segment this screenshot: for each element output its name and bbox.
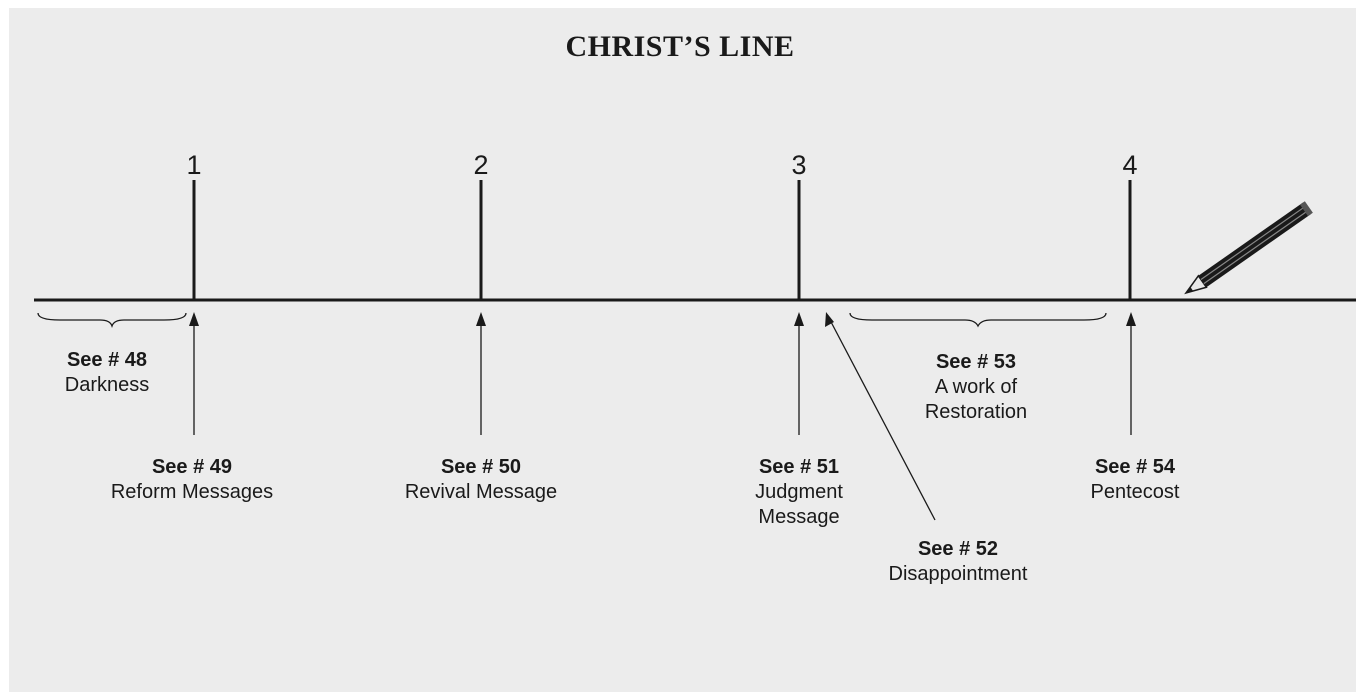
label-ref: See # 52 (917, 538, 999, 560)
arrow-disappointment (825, 312, 936, 521)
label-ref: See # 50 (440, 456, 522, 478)
label-ref: See # 53 (935, 351, 1017, 373)
label-ref: See # 54 (1094, 456, 1176, 478)
arrow-2 (476, 312, 486, 435)
label-desc: Darkness (64, 374, 150, 396)
label-pentecost: See # 54 Pentecost (1035, 455, 1235, 505)
label-desc: Disappointment (888, 563, 1028, 585)
label-ref: See # 48 (66, 349, 148, 371)
waymark-number-1: 1 (186, 150, 202, 180)
label-ref: See # 51 (758, 456, 840, 478)
label-reform: See # 49 Reform Messages (92, 455, 292, 505)
brace-restoration (849, 312, 1107, 328)
arrow-4 (1126, 312, 1136, 435)
waymark-number-3: 3 (791, 150, 807, 180)
label-desc: Pentecost (1090, 481, 1180, 503)
label-revival: See # 50 Revival Message (381, 455, 581, 505)
arrow-1 (189, 312, 199, 435)
brace-darkness (37, 312, 187, 329)
label-desc: A work of Restoration (924, 376, 1028, 423)
pencil-icon (1184, 201, 1313, 295)
label-disappointment: See # 52 Disappointment (858, 537, 1058, 587)
label-desc: Revival Message (404, 481, 558, 503)
label-desc: Reform Messages (110, 481, 274, 503)
waymark-number-4: 4 (1122, 150, 1138, 180)
diagram-title: CHRIST’S LINE (565, 30, 795, 63)
arrow-3 (794, 312, 804, 435)
waymark-number-2: 2 (473, 150, 489, 180)
label-judgment: See # 51 Judgment Message (699, 455, 899, 530)
label-darkness: See # 48 Darkness (7, 348, 207, 398)
label-restoration: See # 53 A work of Restoration (876, 350, 1076, 425)
label-desc: Judgment Message (755, 481, 843, 528)
label-ref: See # 49 (151, 456, 233, 478)
